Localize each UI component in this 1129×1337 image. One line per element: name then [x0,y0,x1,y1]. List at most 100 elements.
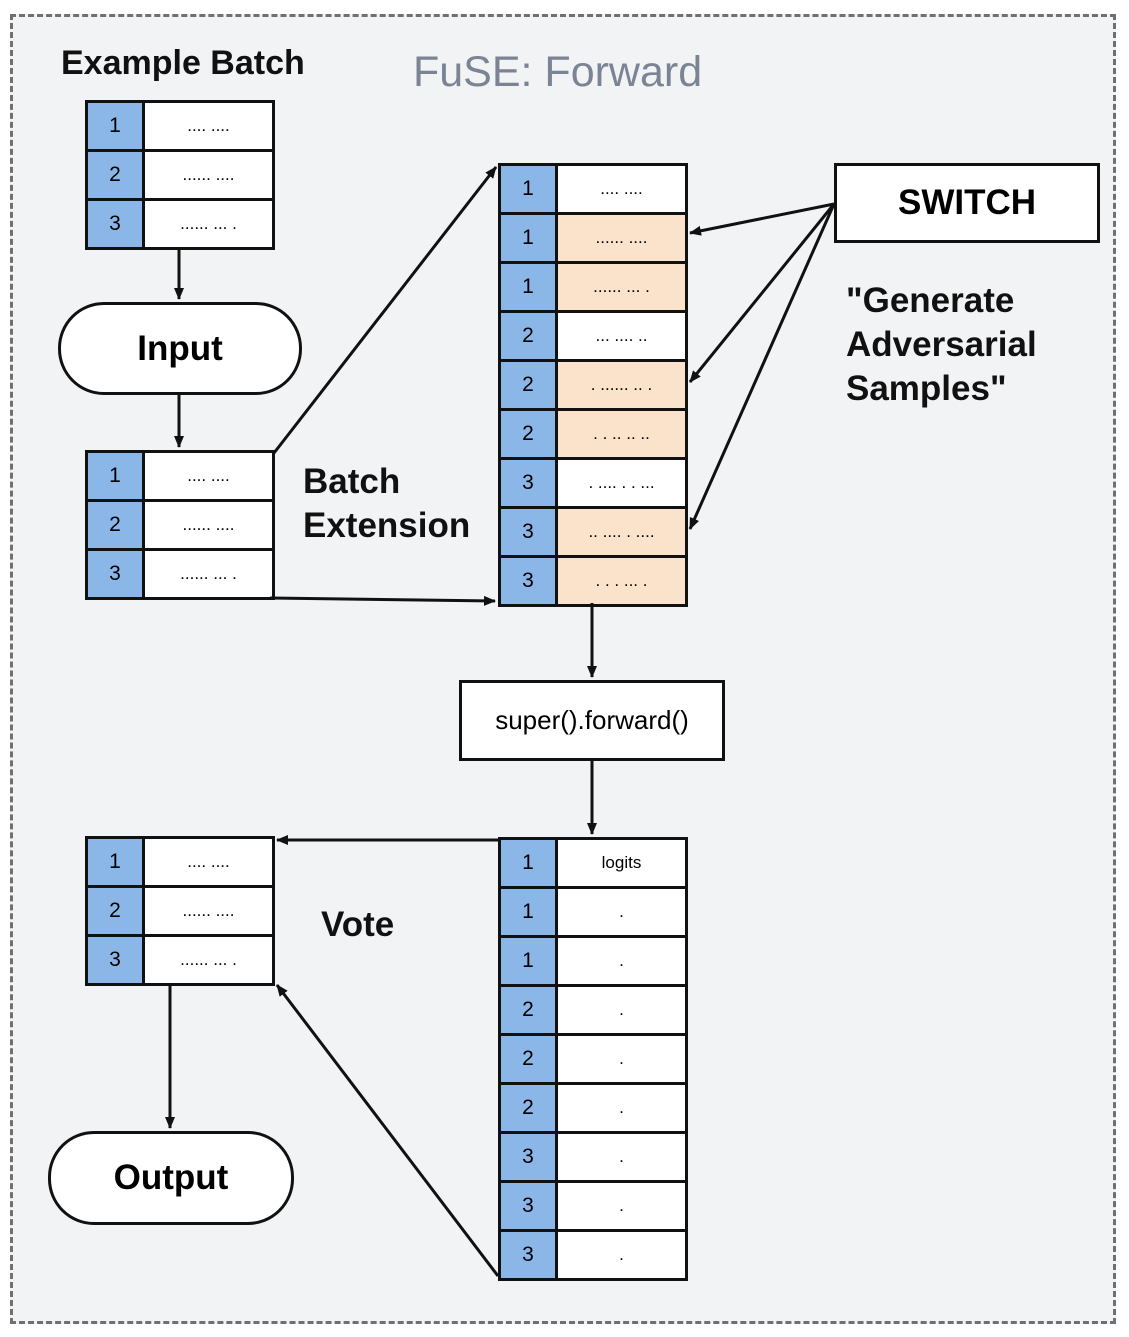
extended-batch-adversarial-cell: . . . ... . [555,555,688,607]
logits-batch-index-cell: 3 [498,1131,558,1183]
extended-batch-adversarial-cell: .. .... . .... [555,506,688,558]
logits-batch-value-cell: . [555,1131,688,1183]
vote-batch-row: 1.... .... [85,836,275,888]
extended-batch-row: 3.. .... . .... [498,506,688,558]
extended-batch-index-cell: 1 [498,261,558,313]
batch-extension-line-1: Batch [303,462,401,501]
extended-batch-row: 1...... ... . [498,261,688,313]
input-batch-row: 2...... .... [85,499,275,551]
example-batch-label: Example Batch [61,44,305,82]
arrow-switch-to-row-3 [688,203,836,530]
logits-batch-row: 3. [498,1180,688,1232]
logits-batch-row: 3. [498,1229,688,1281]
extended-batch-table: 1.... ....1...... ....1...... ... .2... … [498,163,688,607]
vote-batch-value-cell: ...... .... [142,885,275,937]
logits-batch-index-cell: 3 [498,1180,558,1232]
extended-batch-index-cell: 2 [498,408,558,460]
extended-batch-adversarial-cell: . . .. .. .. [555,408,688,460]
extended-batch-index-cell: 3 [498,506,558,558]
logits-batch-row: 1. [498,886,688,938]
diagram-title: FuSE: Forward [413,48,703,96]
input-batch-row: 1.... .... [85,450,275,502]
extended-batch-row: 1.... .... [498,163,688,215]
logits-batch-row: 3. [498,1131,688,1183]
example-batch-index-cell: 3 [85,198,145,250]
logits-batch-value-cell: . [555,886,688,938]
extended-batch-row: 2. . .. .. .. [498,408,688,460]
extended-batch-index-cell: 1 [498,163,558,215]
logits-batch-row: 2. [498,1033,688,1085]
example-batch-table: 1.... ....2...... ....3...... ... . [85,100,275,250]
extended-batch-value-cell: .... .... [555,163,688,215]
output-node: Output [48,1131,294,1225]
example-batch-value-cell: ...... .... [142,149,275,201]
extended-batch-adversarial-cell: ...... .... [555,212,688,264]
logits-batch-value-cell: logits [555,837,688,889]
extended-batch-row: 2. ...... .. . [498,359,688,411]
vote-batch-index-cell: 3 [85,934,145,986]
vote-label: Vote [321,905,395,944]
extended-batch-row: 3. .... . . ... [498,457,688,509]
logits-batch-value-cell: . [555,984,688,1036]
input-batch-index-cell: 1 [85,450,145,502]
vote-batch-row: 3...... ... . [85,934,275,986]
logits-batch-row: 2. [498,1082,688,1134]
logits-batch-value-cell: . [555,1033,688,1085]
example-batch-row: 1.... .... [85,100,275,152]
vote-batch-index-cell: 1 [85,836,145,888]
switch-node: SWITCH [834,163,1100,243]
vote-batch-value-cell: .... .... [142,836,275,888]
extended-batch-index-cell: 2 [498,310,558,362]
example-batch-row: 2...... .... [85,149,275,201]
extended-batch-adversarial-cell: ...... ... . [555,261,688,313]
generate-adversarial-label: "Generate Adversarial Samples" [846,279,1037,411]
extended-batch-row: 1...... .... [498,212,688,264]
extended-batch-index-cell: 1 [498,212,558,264]
extended-batch-index-cell: 3 [498,457,558,509]
logits-batch-index-cell: 1 [498,837,558,889]
logits-batch-index-cell: 1 [498,886,558,938]
input-batch-value-cell: ...... ... . [142,548,275,600]
input-batch-row: 3...... ... . [85,548,275,600]
vote-batch-index-cell: 2 [85,885,145,937]
generate-line-2: Adversarial [846,325,1037,364]
logits-batch-value-cell: . [555,935,688,987]
logits-batch-value-cell: . [555,1082,688,1134]
vote-batch-row: 2...... .... [85,885,275,937]
batch-extension-label: Batch Extension [303,460,470,548]
vote-batch-value-cell: ...... ... . [142,934,275,986]
example-batch-index-cell: 1 [85,100,145,152]
forward-node: super().forward() [459,680,725,761]
logits-batch-row: 1. [498,935,688,987]
extended-batch-index-cell: 2 [498,359,558,411]
example-batch-value-cell: ...... ... . [142,198,275,250]
arrow-switch-to-row-1 [689,202,835,236]
logits-batch-value-cell: . [555,1229,688,1281]
vote-batch-table: 1.... ....2...... ....3...... ... . [85,836,275,986]
arrow-switch-to-row-2 [688,203,836,383]
generate-line-3: Samples" [846,369,1007,408]
example-batch-value-cell: .... .... [142,100,275,152]
extended-batch-value-cell: ... .... .. [555,310,688,362]
input-batch-value-cell: ...... .... [142,499,275,551]
arrow-batch-extension-top [272,166,498,454]
example-batch-index-cell: 2 [85,149,145,201]
input-node: Input [58,302,302,395]
input-batch-table: 1.... ....2...... ....3...... ... . [85,450,275,600]
extended-batch-row: 3. . . ... . [498,555,688,607]
input-batch-value-cell: .... .... [142,450,275,502]
logits-batch-value-cell: . [555,1180,688,1232]
logits-batch-index-cell: 2 [498,984,558,1036]
input-batch-index-cell: 2 [85,499,145,551]
extended-batch-index-cell: 3 [498,555,558,607]
input-batch-index-cell: 3 [85,548,145,600]
batch-extension-line-2: Extension [303,506,471,545]
logits-batch-index-cell: 1 [498,935,558,987]
generate-line-1: "Generate [846,281,1015,320]
extended-batch-adversarial-cell: . ...... .. . [555,359,688,411]
extended-batch-row: 2... .... .. [498,310,688,362]
example-batch-row: 3...... ... . [85,198,275,250]
